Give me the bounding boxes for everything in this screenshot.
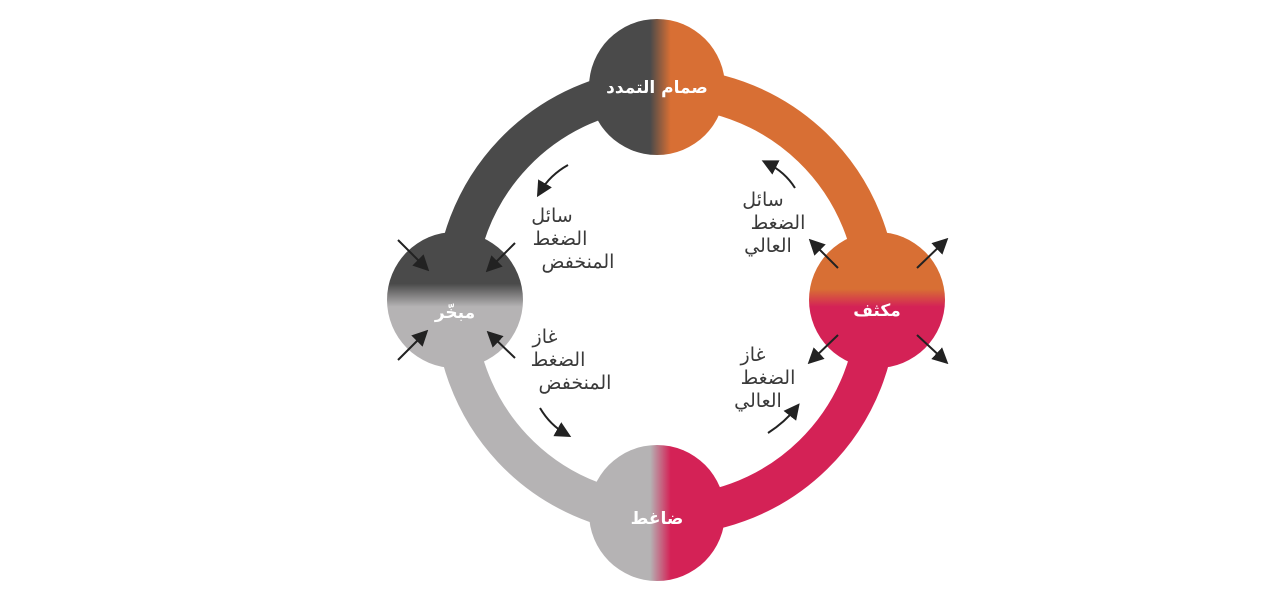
evaporator-node <box>387 232 523 368</box>
flow-arrow-icon <box>761 160 796 189</box>
high-pressure-liquid-line-2: الضغط <box>751 212 806 234</box>
flow-arrow-icon <box>536 164 569 198</box>
low-pressure-liquid-line-2: الضغط <box>533 228 588 250</box>
low-pressure-gas-line-1: غاز <box>532 326 558 348</box>
condenser-label: مكثف <box>853 301 901 321</box>
heat-out-arrow-icon <box>916 334 949 365</box>
heat-in-arrow-icon <box>485 242 516 273</box>
flow-arrow-icon <box>539 407 572 437</box>
high-pressure-liquid-line-3: العالي <box>744 235 792 257</box>
heat-out-arrow-icon <box>807 334 839 365</box>
expansion-valve-label: صمام التمدد <box>606 78 708 98</box>
compressor-label: ضاغط <box>631 509 684 529</box>
low-pressure-gas-line-3: المنخفض <box>539 372 612 394</box>
condenser-node <box>809 232 945 368</box>
low-pressure-gas-line-2: الضغط <box>531 349 586 371</box>
low-pressure-liquid-line-1: سائل <box>531 205 572 227</box>
flow-arrow-icon <box>767 403 800 434</box>
evaporator-label: مبخّر <box>434 303 475 323</box>
heat-out-arrow-icon <box>808 238 839 269</box>
compressor-node <box>589 445 725 581</box>
expansion-valve-node <box>589 19 725 155</box>
high-pressure-gas-line-3: العالي <box>734 390 782 412</box>
low-pressure-liquid-line-3: المنخفض <box>542 251 615 273</box>
heat-out-arrow-icon <box>916 237 949 269</box>
high-pressure-gas-line-2: الضغط <box>741 367 796 389</box>
heat-in-arrow-icon <box>397 329 429 361</box>
heat-in-arrow-icon <box>397 239 430 272</box>
high-pressure-liquid-line-1: سائل <box>742 189 783 211</box>
heat-in-arrow-icon <box>486 330 516 359</box>
high-pressure-gas-line-1: غاز <box>740 344 766 366</box>
